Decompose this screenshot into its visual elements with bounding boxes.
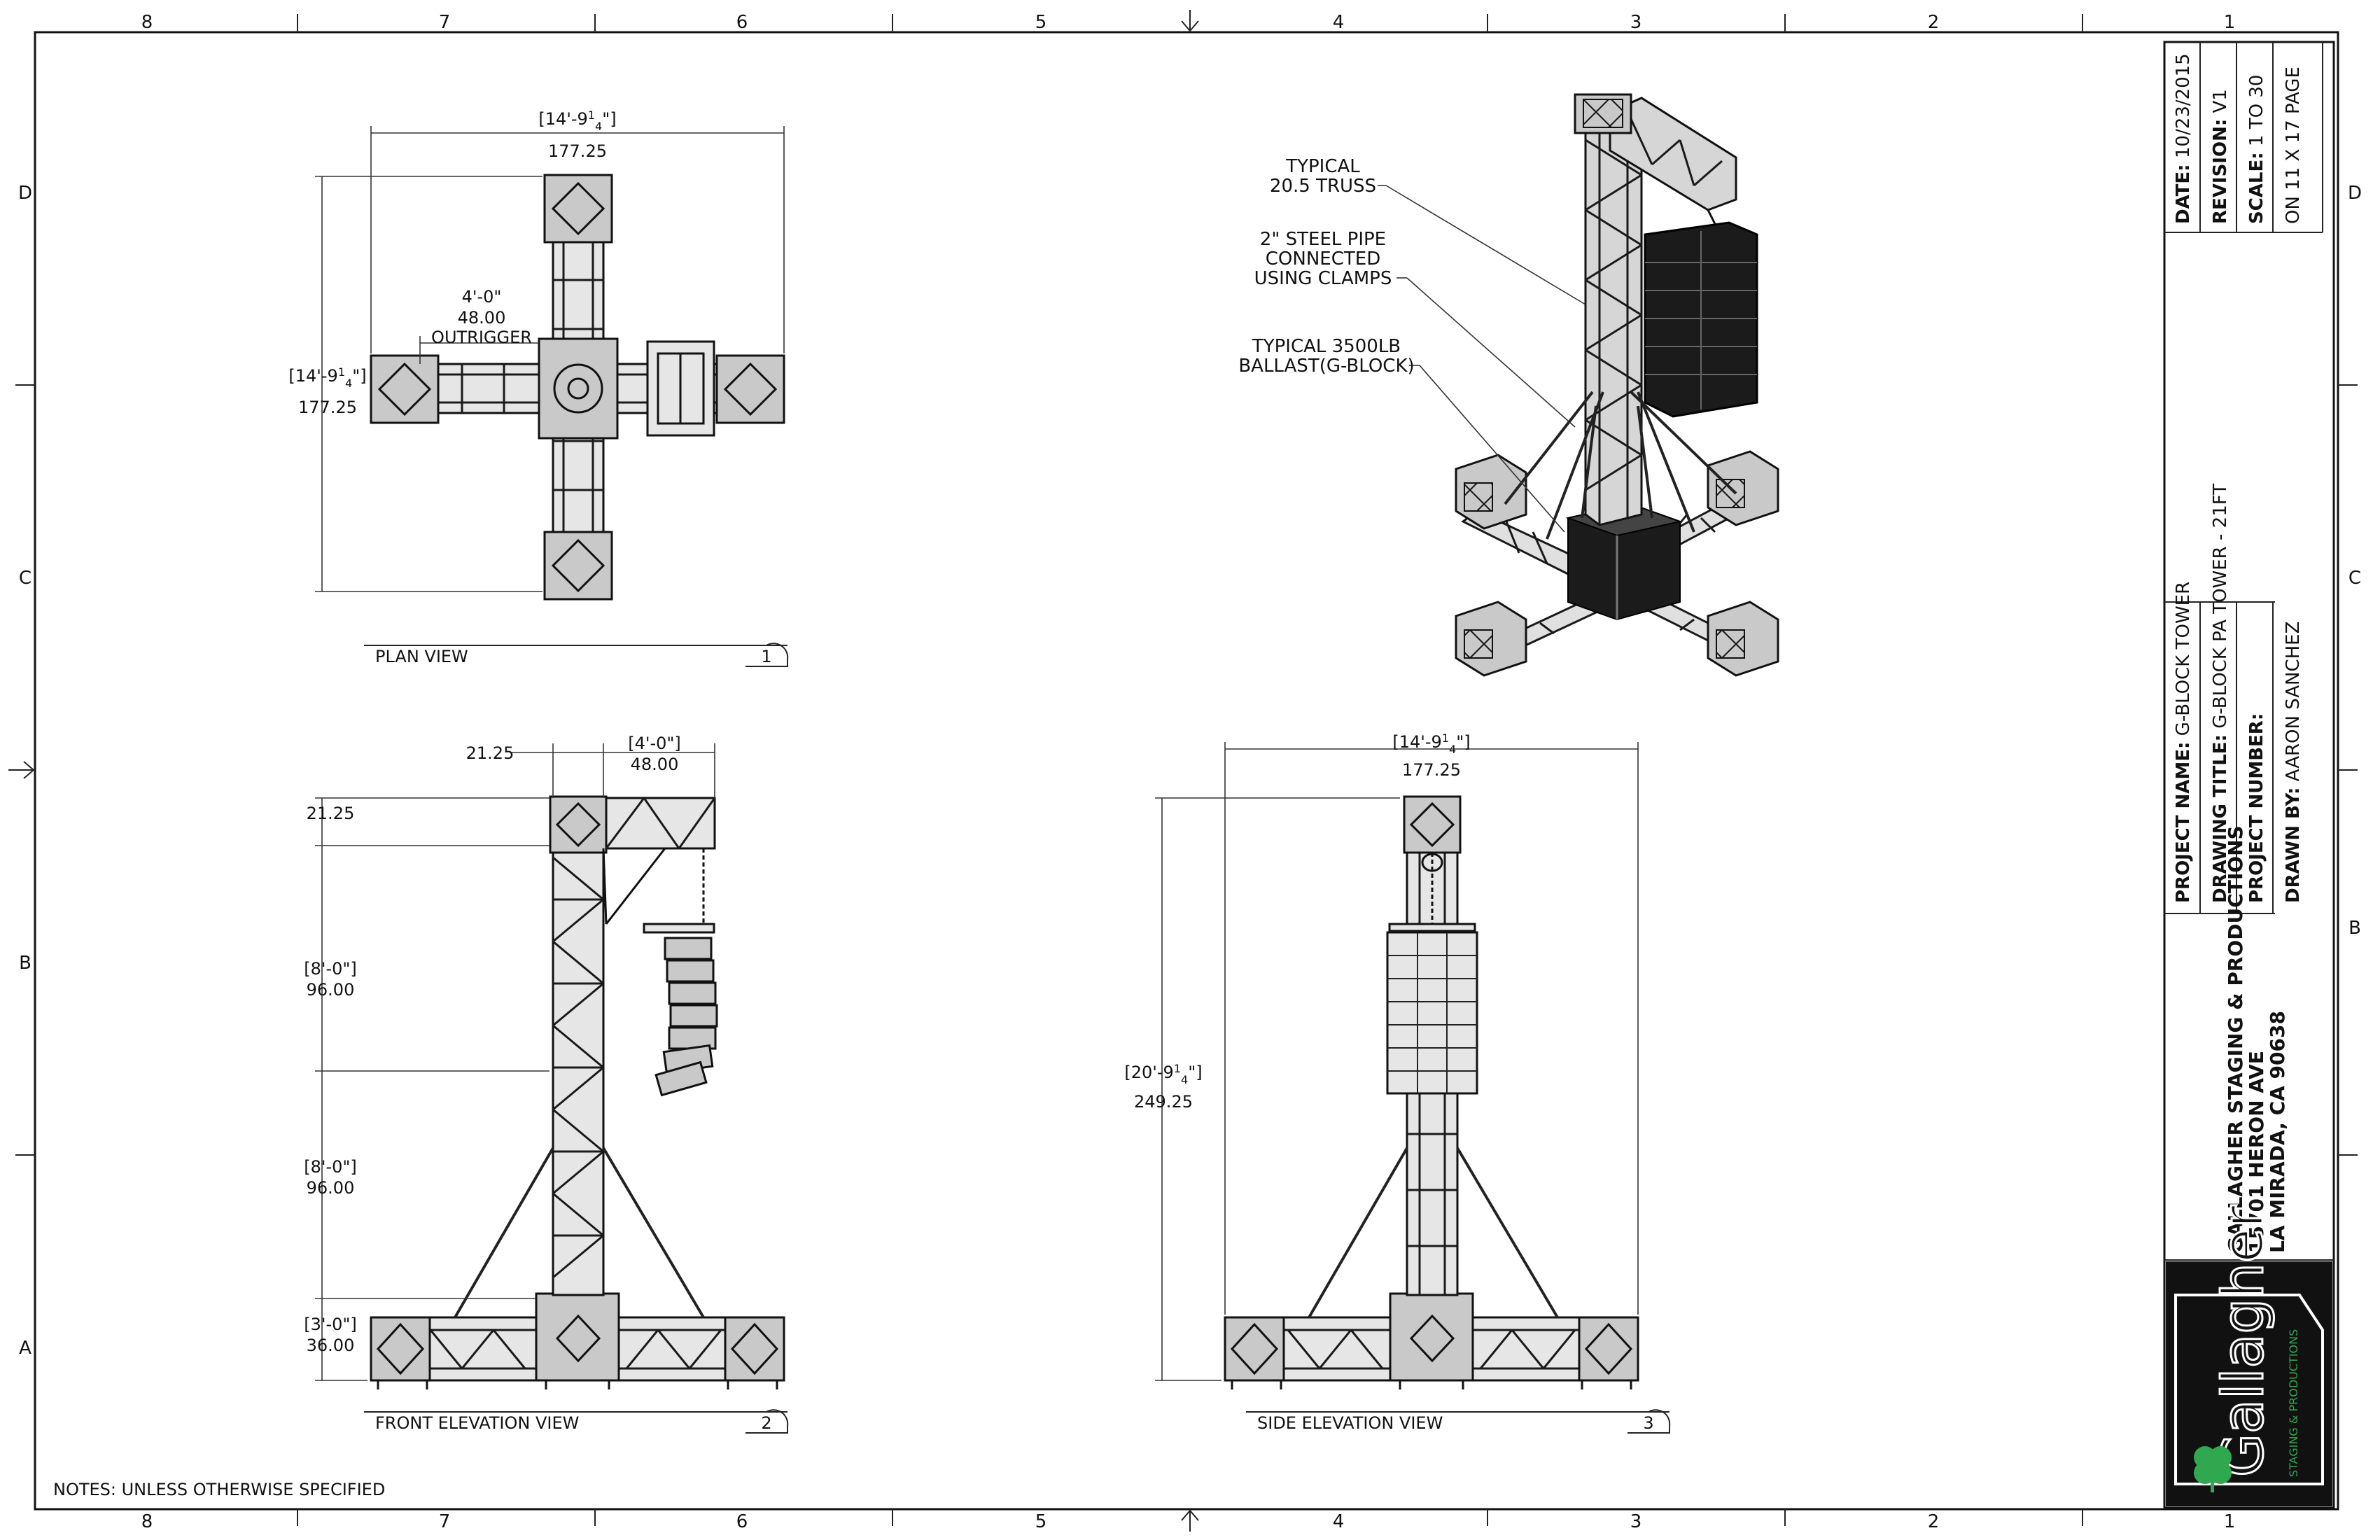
gallagher-logo: Gallagher STAGING & PRODUCTIONS (2166, 1204, 2332, 1506)
svg-text:6: 6 (736, 1511, 748, 1532)
svg-text:PROJECT NAME: G-BLOCK TOWER: PROJECT NAME: G-BLOCK TOWER (2173, 582, 2194, 903)
svg-text:48.00: 48.00 (458, 308, 506, 328)
side-elevation-view: [14'-914"] 177.25 [20'-914"] 249.25 SIDE… (1124, 732, 1671, 1434)
svg-text:OUTRIGGER: OUTRIGGER (431, 328, 532, 347)
front-elevation-title: FRONT ELEVATION VIEW (375, 1413, 579, 1433)
sheet-border (8, 10, 2358, 1532)
svg-text:B: B (2348, 918, 2361, 939)
svg-text:LA MIRADA, CA 90638: LA MIRADA, CA 90638 (2266, 1011, 2289, 1253)
title-block: DATE: 10/23/2015 REVISION: V1 SCALE: 1 T… (2163, 41, 2335, 1509)
svg-text:4'-0": 4'-0" (462, 287, 502, 307)
svg-text:7: 7 (439, 12, 451, 33)
svg-text:PROJECT NUMBER:: PROJECT NUMBER: (2246, 713, 2267, 903)
svg-text:2: 2 (1928, 12, 1940, 33)
svg-text:Gallagher: Gallagher (2211, 1205, 2276, 1477)
svg-text:DATE: 10/23/2015: DATE: 10/23/2015 (2173, 53, 2194, 224)
svg-text:177.25: 177.25 (298, 398, 357, 417)
svg-text:SCALE: 1 TO 30: SCALE: 1 TO 30 (2246, 75, 2267, 224)
clover-icon (2194, 1446, 2232, 1492)
svg-text:177.25: 177.25 (548, 141, 607, 161)
svg-text:STAGING & PRODUCTIONS: STAGING & PRODUCTIONS (2287, 1329, 2300, 1477)
svg-text:3: 3 (1630, 1511, 1642, 1532)
svg-text:21.25: 21.25 (307, 804, 355, 823)
svg-text:177.25: 177.25 (1402, 760, 1461, 780)
svg-text:[4'-0"]: [4'-0"] (628, 734, 681, 753)
plan-view-number: 1 (761, 647, 771, 666)
svg-text:USING CLAMPS: USING CLAMPS (1254, 268, 1392, 289)
svg-text:7: 7 (439, 1511, 451, 1532)
svg-text:A: A (19, 1338, 31, 1359)
svg-text:3: 3 (1630, 12, 1642, 33)
svg-text:B: B (19, 953, 31, 974)
side-elevation-number: 3 (1643, 1413, 1653, 1433)
svg-text:[8'-0"]: [8'-0"] (304, 1157, 357, 1177)
svg-text:96.00: 96.00 (307, 1178, 355, 1198)
svg-text:[8'-0"]: [8'-0"] (304, 959, 357, 979)
svg-text:8: 8 (141, 1511, 153, 1532)
svg-text:1: 1 (2224, 12, 2236, 33)
svg-text:C: C (2348, 568, 2361, 589)
svg-text:DRAWN BY: AARON SANCHEZ: DRAWN BY: AARON SANCHEZ (2283, 622, 2304, 903)
svg-text:20.5 TRUSS: 20.5 TRUSS (1270, 176, 1376, 197)
svg-text:6: 6 (736, 12, 748, 33)
svg-text:21.25: 21.25 (466, 743, 514, 763)
svg-text:96.00: 96.00 (307, 980, 355, 1000)
svg-text:2: 2 (1928, 1511, 1940, 1532)
svg-text:TYPICAL 3500LB: TYPICAL 3500LB (1252, 336, 1401, 357)
svg-text:2" STEEL PIPE: 2" STEEL PIPE (1260, 229, 1386, 250)
svg-text:36.00: 36.00 (307, 1336, 355, 1355)
plan-view: [14'-914"] 177.25 [14'-914"] 177.25 4'-0… (288, 108, 789, 667)
svg-text:249.25: 249.25 (1134, 1092, 1193, 1112)
svg-text:[3'-0"]: [3'-0"] (304, 1315, 357, 1334)
column-labels-bottom: 8 7 6 5 4 3 2 1 (141, 1511, 2236, 1532)
column-labels-top: 8 7 6 5 4 3 2 1 (141, 12, 2236, 33)
svg-text:TYPICAL: TYPICAL (1285, 156, 1360, 177)
svg-text:[14'-914"]: [14'-914"] (288, 365, 366, 390)
svg-text:[14'-914"]: [14'-914"] (1392, 732, 1470, 756)
svg-text:5: 5 (1035, 12, 1047, 33)
row-labels-left: D C B A (18, 183, 32, 1359)
svg-text:DRAWING TITLE: G-BLOCK PA TOWE: DRAWING TITLE: G-BLOCK PA TOWER - 21FT (2210, 484, 2231, 903)
svg-text:1: 1 (2224, 1511, 2236, 1532)
svg-text:4: 4 (1333, 12, 1345, 33)
general-notes: NOTES: UNLESS OTHERWISE SPECIFIED (53, 1480, 385, 1499)
isometric-view: TYPICAL 20.5 TRUSS 2" STEEL PIPE CONNECT… (1238, 93, 1779, 677)
front-elevation-view: 21.25 [4'-0"] 48.00 21.25 [8'-0"] 96.00 … (304, 734, 789, 1434)
svg-text:C: C (19, 568, 31, 589)
svg-text:CONNECTED: CONNECTED (1266, 248, 1380, 270)
side-elevation-title: SIDE ELEVATION VIEW (1257, 1413, 1443, 1433)
plan-view-title: PLAN VIEW (375, 647, 468, 666)
svg-text:ON 11 X 17 PAGE: ON 11 X 17 PAGE (2283, 66, 2304, 224)
svg-text:8: 8 (141, 12, 153, 33)
svg-text:D: D (2348, 183, 2362, 204)
svg-text:4: 4 (1333, 1511, 1345, 1532)
row-labels-right: D C B (2348, 183, 2362, 939)
front-elevation-number: 2 (761, 1413, 771, 1433)
svg-text:GALLAGHER STAGING & PRODUCTION: GALLAGHER STAGING & PRODUCTIONS (2224, 825, 2247, 1253)
svg-text:REVISION: V1: REVISION: V1 (2210, 89, 2231, 224)
svg-text:BALLAST(G-BLOCK): BALLAST(G-BLOCK) (1238, 356, 1414, 377)
svg-text:15701 HERON AVE: 15701 HERON AVE (2245, 1051, 2268, 1253)
svg-text:D: D (18, 183, 32, 204)
svg-text:[14'-914"]: [14'-914"] (538, 108, 616, 133)
svg-text:5: 5 (1035, 1511, 1047, 1532)
svg-text:48.00: 48.00 (631, 755, 679, 774)
svg-text:[20'-914"]: [20'-914"] (1124, 1062, 1202, 1086)
